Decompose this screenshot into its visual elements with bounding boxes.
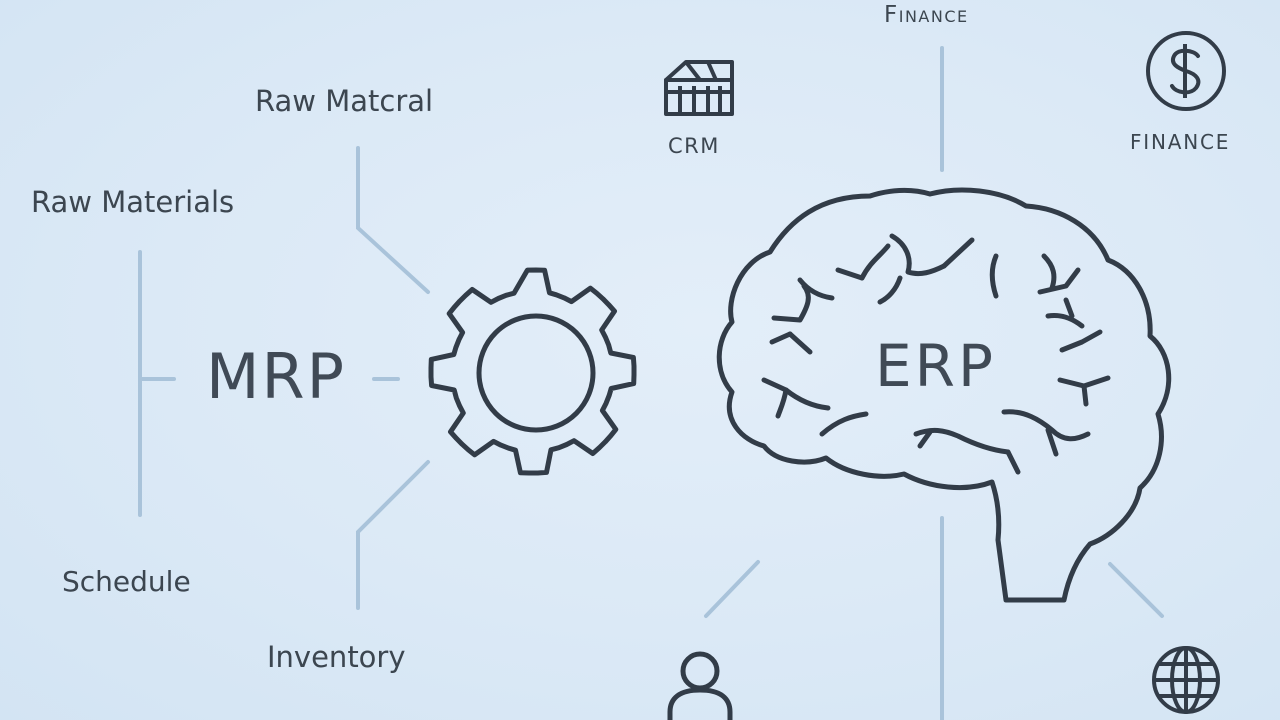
label-schedule: Schedule (62, 565, 191, 598)
label-crm: CRM (668, 134, 720, 158)
label-raw-materials: Raw Materials (31, 185, 235, 219)
connector-raw-matcral (356, 146, 430, 294)
label-erp: ERP (875, 332, 996, 400)
label-mrp: MRP (206, 340, 346, 413)
brain-icon (716, 187, 1172, 603)
building-icon (664, 60, 734, 116)
globe-icon (1152, 646, 1220, 714)
connector-user (704, 560, 760, 618)
label-finance-top: Finance (884, 2, 969, 28)
label-raw-matcral: Raw Matcral (255, 84, 434, 118)
user-icon (667, 651, 733, 720)
dollar-coin-icon (1146, 31, 1226, 111)
label-finance-right: FINANCE (1130, 130, 1231, 154)
gear-icon (428, 267, 637, 476)
connector-inventory (356, 460, 430, 610)
label-inventory: Inventory (267, 640, 406, 674)
connector-globe (1108, 562, 1164, 618)
